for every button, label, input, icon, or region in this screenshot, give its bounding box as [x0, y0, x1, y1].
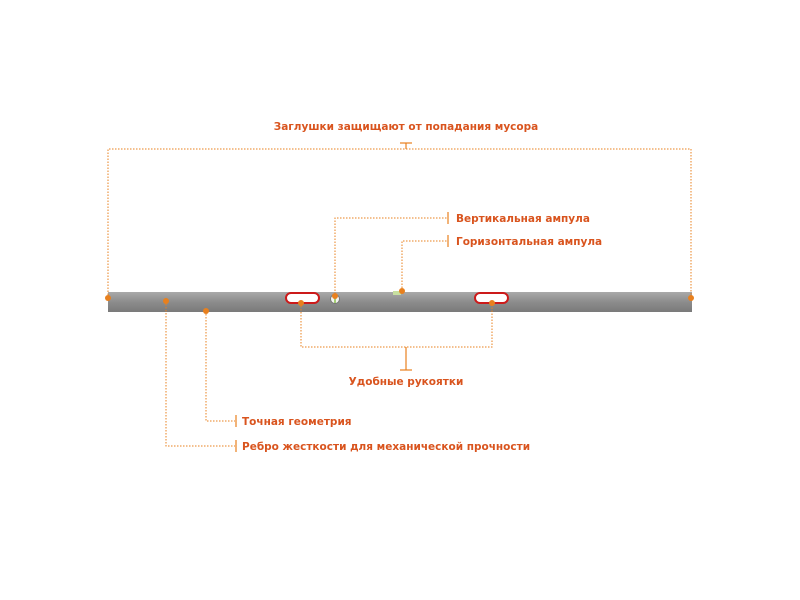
label-precise-geometry: Точная геометрия [242, 416, 352, 428]
label-horizontal-vial: Горизонтальная ампула [456, 236, 602, 248]
horizontal-vial [393, 291, 401, 295]
label-vertical-vial: Вертикальная ампула [456, 213, 590, 225]
label-stiffening-rib: Ребро жесткости для механической прочнос… [242, 441, 530, 453]
label-caps: Заглушки защищают от попадания мусора [274, 121, 538, 133]
level-bar [108, 292, 692, 312]
label-handles: Удобные рукоятки [349, 376, 464, 388]
